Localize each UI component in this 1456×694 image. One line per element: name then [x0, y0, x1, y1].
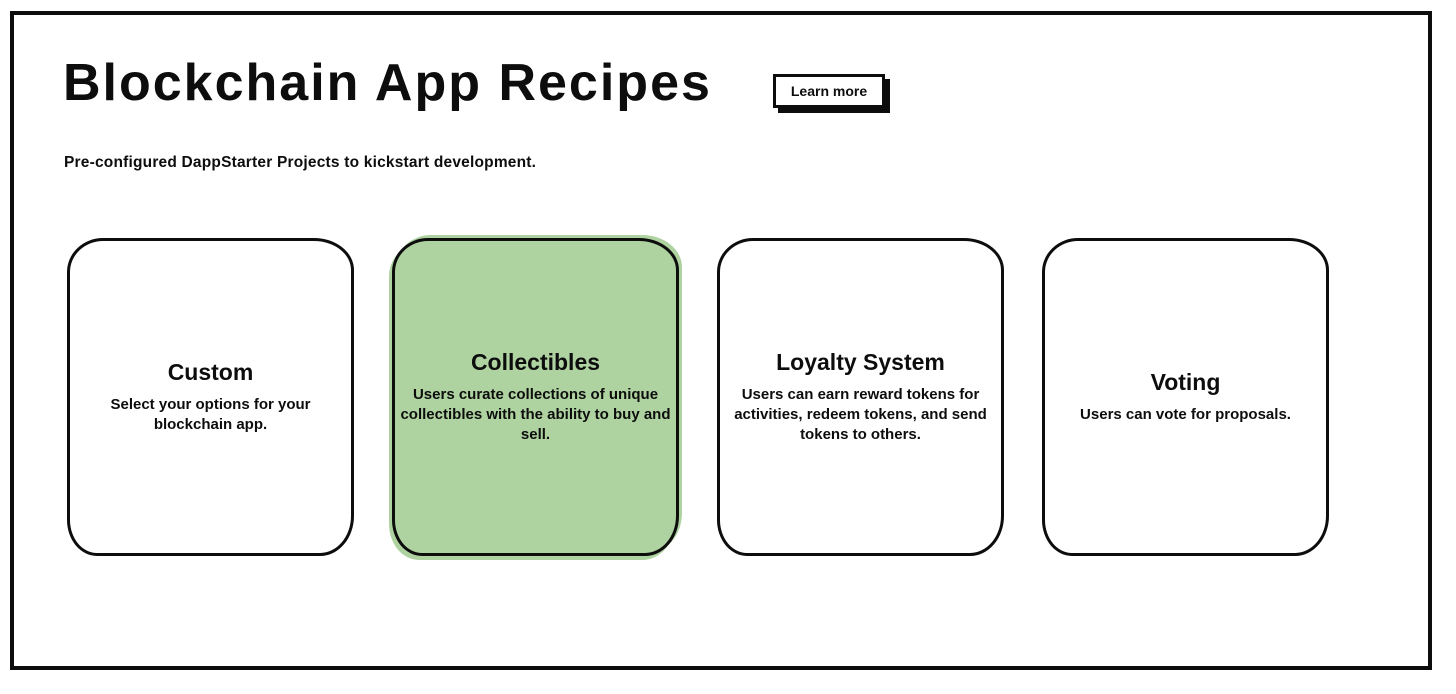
card-title: Voting — [1150, 369, 1221, 395]
recipe-card-voting[interactable]: Voting Users can vote for proposals. — [1042, 238, 1329, 556]
recipe-card-custom[interactable]: Custom Select your options for your bloc… — [67, 238, 354, 556]
card-description: Users can vote for proposals. — [1080, 406, 1291, 423]
card-title: Loyalty System — [776, 349, 945, 375]
learn-more-button[interactable]: Learn more — [773, 74, 885, 108]
card-description: Select your options for your blockchain … — [110, 396, 311, 433]
card-title: Custom — [167, 359, 254, 385]
page-title: Blockchain App Recipes — [63, 54, 712, 112]
recipe-card-loyalty-system[interactable]: Loyalty System Users can earn reward tok… — [717, 238, 1004, 556]
card-description: Users curate collections of unique colle… — [400, 386, 671, 443]
card-description: Users can earn reward tokens for activit… — [734, 386, 987, 443]
page-subtitle: Pre-configured DappStarter Projects to k… — [64, 154, 537, 171]
app-frame: Blockchain App Recipes Learn more Pre-co… — [10, 11, 1432, 670]
card-title: Collectibles — [470, 349, 601, 375]
recipe-card-list: Custom Select your options for your bloc… — [67, 238, 1329, 556]
recipe-card-collectibles[interactable]: Collectibles Users curate collections of… — [392, 238, 679, 556]
